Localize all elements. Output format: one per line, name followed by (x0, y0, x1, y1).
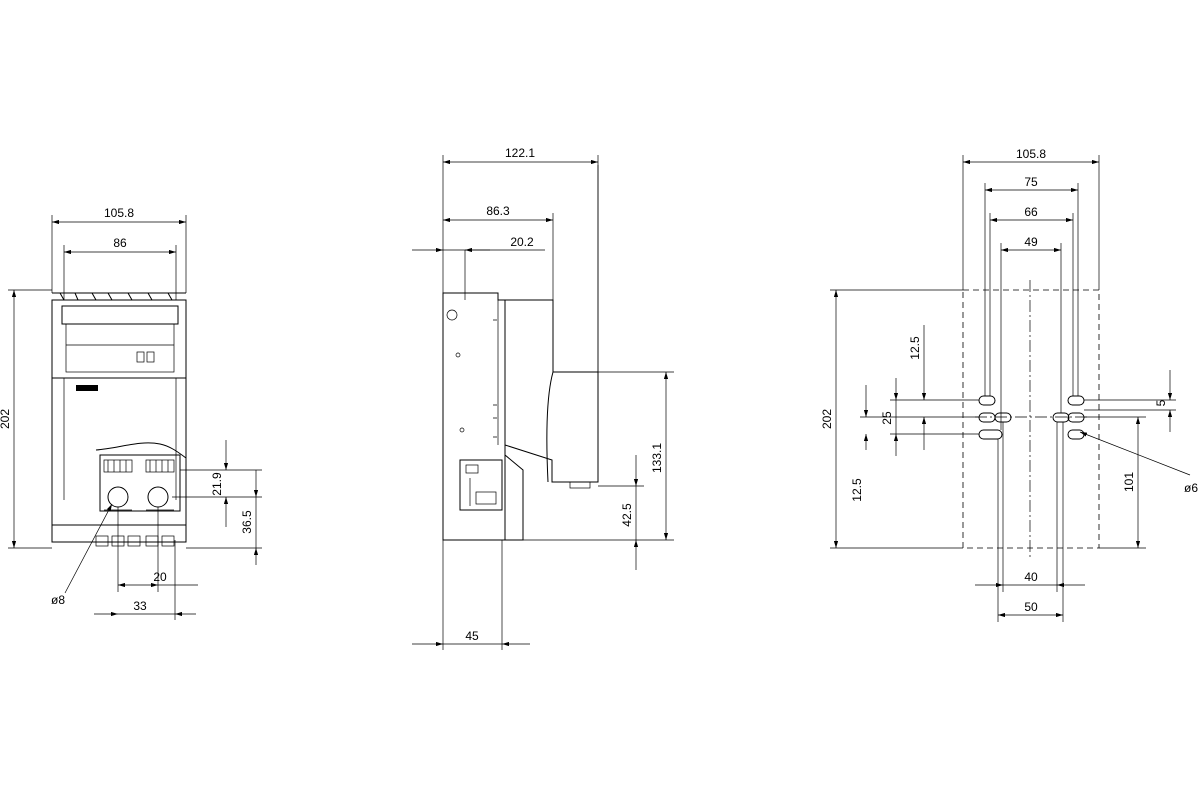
side-base-depth-label: 45 (465, 629, 479, 643)
mount-slot-width-label: 5 (1154, 399, 1168, 406)
front-view: 105.8 86 202 21.9 36.5 20 (0, 206, 262, 620)
side-lower-height-label: 42.5 (620, 503, 634, 527)
mount-slot-spacing-label: 25 (880, 411, 894, 425)
mount-bottom-40-label: 40 (1024, 570, 1038, 584)
front-width-total-label: 105.8 (104, 206, 134, 220)
side-dimensions: 122.1 86.3 20.2 133.1 42.5 45 (412, 146, 674, 650)
mount-bottom-50-label: 50 (1024, 600, 1038, 614)
mounting-view: 105.8 75 66 49 202 12.5 (820, 147, 1198, 622)
mounting-outline (962, 280, 1100, 560)
mount-height-total-label: 202 (820, 409, 834, 429)
side-depth-front-label: 20.2 (510, 235, 534, 249)
side-depth-total-label: 122.1 (505, 146, 535, 160)
mount-slot-top-label: 12.5 (908, 336, 922, 360)
front-hole-diameter-label: ø8 (51, 593, 65, 607)
side-view: 122.1 86.3 20.2 133.1 42.5 45 (412, 146, 674, 650)
mount-hole-height-label: 101 (1122, 472, 1136, 492)
mount-pitch-outer-label: 75 (1024, 175, 1038, 189)
front-terminal-bottom-label: 36.5 (240, 510, 254, 534)
mount-pitch-mid-label: 66 (1024, 205, 1038, 219)
side-handle-height-label: 133.1 (650, 443, 664, 473)
front-body (51, 292, 187, 547)
mount-hole-diameter-label: ø6 (1184, 481, 1198, 495)
mount-pitch-inner-label: 49 (1024, 235, 1038, 249)
mount-slot-bottom-label: 12.5 (850, 478, 864, 502)
front-dimensions: 105.8 86 202 21.9 36.5 20 (0, 206, 262, 620)
side-depth-mid-label: 86.3 (486, 204, 510, 218)
mount-width-total-label: 105.8 (1016, 147, 1046, 161)
front-height-total-label: 202 (0, 409, 12, 429)
side-body (442, 165, 599, 541)
front-label-plate (76, 385, 98, 391)
front-width-inner-label: 86 (113, 236, 127, 250)
front-terminal-pitch-label: 20 (153, 570, 167, 584)
front-terminal-height-label: 21.9 (210, 472, 224, 496)
mounting-dimensions: 105.8 75 66 49 202 12.5 (820, 147, 1198, 622)
front-terminal-spacing-label: 33 (133, 599, 147, 613)
